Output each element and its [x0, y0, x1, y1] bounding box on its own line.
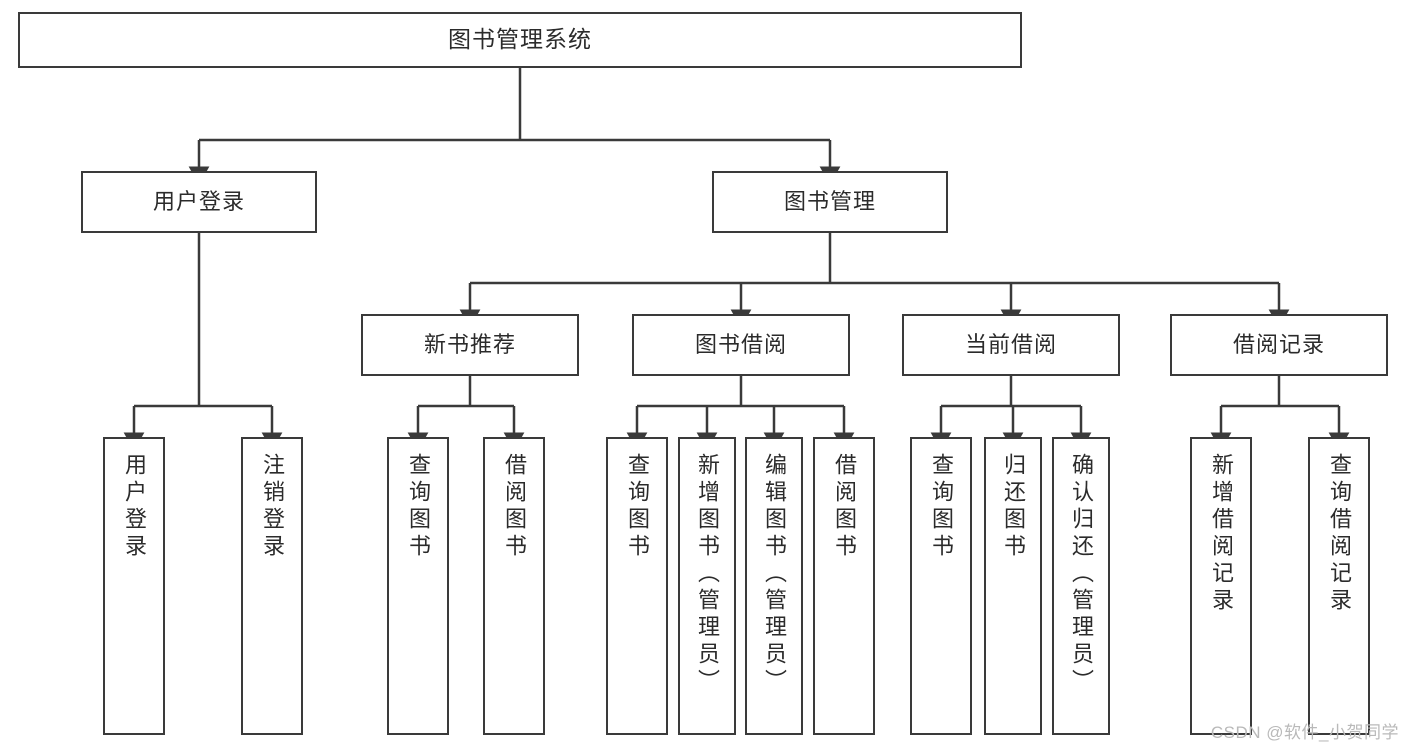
node-leaf-add-book-label: 新增图书（管理员）: [695, 453, 720, 696]
node-leaf-query-book-3[interactable]: 查询图书: [910, 437, 972, 735]
node-leaf-query-record[interactable]: 查询借阅记录: [1308, 437, 1370, 735]
node-book-borrow[interactable]: 图书借阅: [632, 314, 850, 376]
node-leaf-confirm-return-label: 确认归还（管理员）: [1069, 453, 1094, 696]
node-leaf-user-logout-label: 注销登录: [260, 453, 285, 561]
node-leaf-add-record-label: 新增借阅记录: [1209, 453, 1234, 615]
node-leaf-query-book-1-label: 查询图书: [406, 453, 431, 561]
node-leaf-user-logout[interactable]: 注销登录: [241, 437, 303, 735]
node-borrow-record[interactable]: 借阅记录: [1170, 314, 1388, 376]
node-book-manage-label: 图书管理: [783, 188, 876, 214]
node-user-login[interactable]: 用户登录: [81, 171, 317, 233]
node-leaf-return-book-label: 归还图书: [1001, 453, 1026, 561]
node-leaf-borrow-book-2[interactable]: 借阅图书: [813, 437, 875, 735]
node-new-book-rec[interactable]: 新书推荐: [361, 314, 579, 376]
node-leaf-borrow-book-2-label: 借阅图书: [832, 453, 857, 561]
node-user-login-label: 用户登录: [152, 188, 245, 214]
node-current-borrow-label: 当前借阅: [964, 331, 1057, 357]
node-leaf-query-book-1[interactable]: 查询图书: [387, 437, 449, 735]
node-leaf-query-book-2[interactable]: 查询图书: [606, 437, 668, 735]
node-root[interactable]: 图书管理系统: [18, 12, 1022, 68]
node-book-borrow-label: 图书借阅: [694, 331, 787, 357]
node-new-book-rec-label: 新书推荐: [423, 331, 516, 357]
node-leaf-confirm-return[interactable]: 确认归还（管理员）: [1052, 437, 1110, 735]
node-leaf-borrow-book-1[interactable]: 借阅图书: [483, 437, 545, 735]
node-book-manage[interactable]: 图书管理: [712, 171, 948, 233]
node-current-borrow[interactable]: 当前借阅: [902, 314, 1120, 376]
node-leaf-edit-book[interactable]: 编辑图书（管理员）: [745, 437, 803, 735]
node-leaf-user-login[interactable]: 用户登录: [103, 437, 165, 735]
node-leaf-add-book[interactable]: 新增图书（管理员）: [678, 437, 736, 735]
node-leaf-return-book[interactable]: 归还图书: [984, 437, 1042, 735]
node-leaf-edit-book-label: 编辑图书（管理员）: [762, 453, 787, 696]
node-leaf-add-record[interactable]: 新增借阅记录: [1190, 437, 1252, 735]
node-root-label: 图书管理系统: [448, 26, 592, 53]
node-leaf-query-book-3-label: 查询图书: [929, 453, 954, 561]
watermark-text: CSDN @软件_小贺同学: [1210, 723, 1399, 742]
node-leaf-borrow-book-1-label: 借阅图书: [502, 453, 527, 561]
node-borrow-record-label: 借阅记录: [1232, 331, 1325, 357]
node-leaf-user-login-label: 用户登录: [122, 453, 147, 561]
node-leaf-query-book-2-label: 查询图书: [625, 453, 650, 561]
node-leaf-query-record-label: 查询借阅记录: [1327, 453, 1352, 615]
